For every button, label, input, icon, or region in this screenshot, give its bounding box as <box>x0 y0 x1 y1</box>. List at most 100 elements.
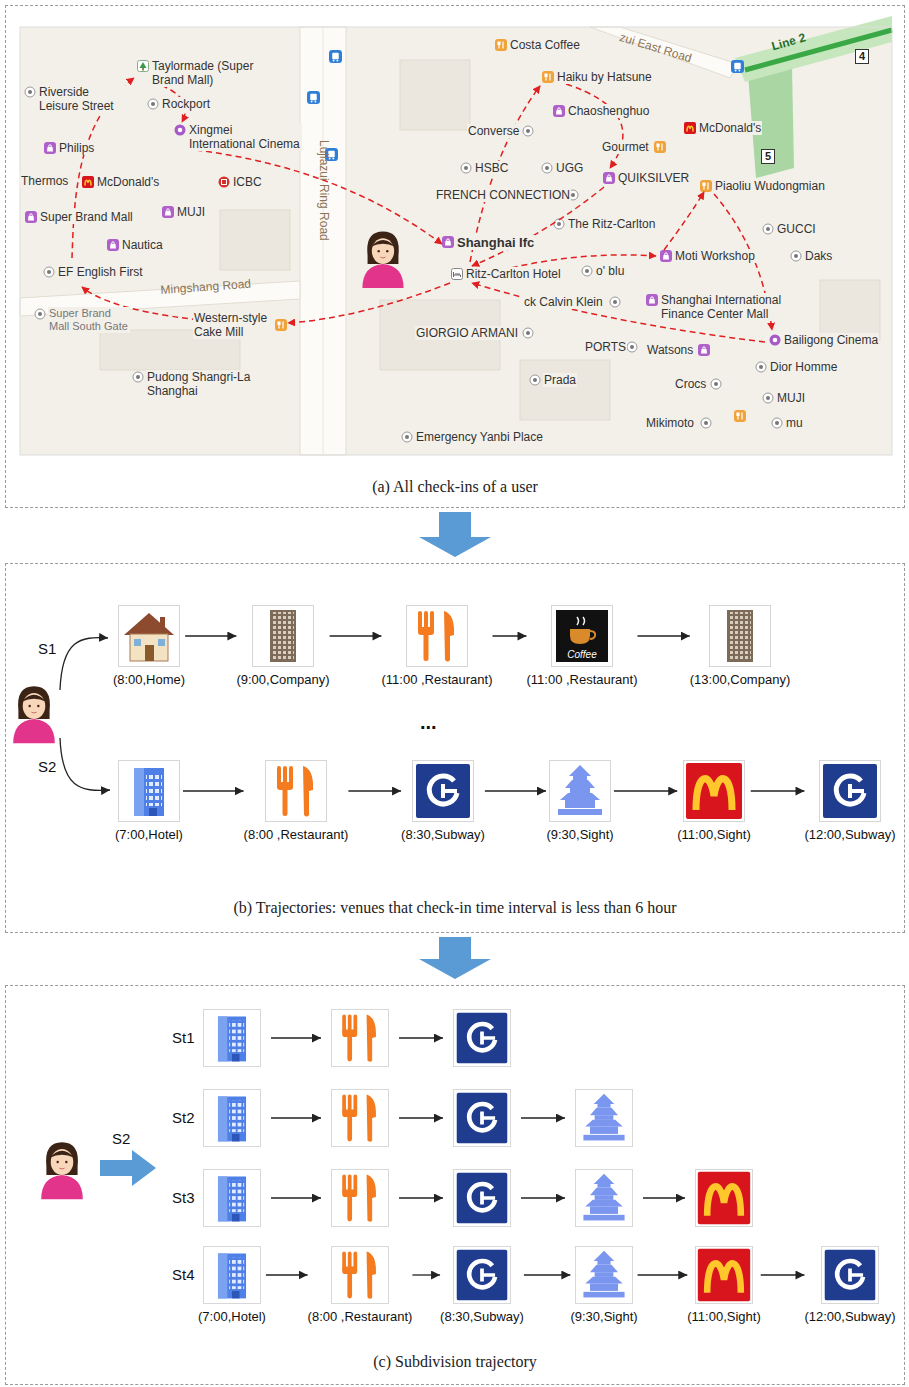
sequence-arrow-part <box>521 1197 565 1198</box>
venue-icon-part <box>331 1169 388 1226</box>
place-label: Super Brand Mall South Gate <box>48 307 130 333</box>
map-buildings-part <box>520 360 610 420</box>
place-label: QUIKSILVER <box>617 171 690 185</box>
place-label: mu <box>785 416 804 430</box>
sequence-arrow-part <box>399 1037 443 1038</box>
road-label: Mingshang Road <box>160 277 251 297</box>
poi-icon-part <box>523 126 533 136</box>
place-label: Bailigong Cinema <box>783 333 879 347</box>
user-figure <box>13 686 55 743</box>
poi-icon-part <box>660 250 672 262</box>
map-illustration <box>20 16 892 455</box>
bus-stop-icon-part <box>329 50 342 63</box>
metro-line-label: Line 2 <box>770 30 807 53</box>
sequence-arrow <box>271 1038 685 1198</box>
poi-icon-part <box>772 418 782 428</box>
checkin-label: (9:30,Sight) <box>546 827 614 843</box>
bus-stop-icon <box>307 50 744 161</box>
venue-item: (11:00 ,Restaurant) <box>381 605 492 688</box>
sequence-arrow-part <box>399 1197 443 1198</box>
place-label: Crocs <box>674 377 707 391</box>
place-label: Shanghai Ifc <box>456 235 535 250</box>
stage-arrow <box>419 937 491 979</box>
checkin-label: (12:00,Subway) <box>804 1309 895 1325</box>
map-frame <box>20 27 892 455</box>
sequence-arrow <box>614 790 677 791</box>
metro-exit-badge: 5 <box>761 149 775 164</box>
place-label: Emergency Yanbi Place <box>415 430 544 444</box>
exit-number: 5 <box>765 150 771 163</box>
trajectory-label: St1 <box>172 1029 195 1047</box>
place-label: The Ritz-Carlton <box>567 217 656 231</box>
checkin-label: (13:00,Company) <box>690 672 790 688</box>
sequence-arrow-part <box>643 1197 685 1198</box>
venue-icon-part <box>453 1009 510 1066</box>
bus-stop-icon-part <box>307 91 320 104</box>
trajectory-illustration <box>13 606 880 1304</box>
sequence-arrow <box>638 1274 688 1275</box>
checkin-label: (7:00,Hotel) <box>198 1309 266 1325</box>
sequence-arrow <box>348 790 401 791</box>
place-label: EF English First <box>57 265 144 279</box>
checkin-route-part <box>288 283 450 323</box>
venue-icon-part <box>407 606 468 667</box>
place-label: Western-style Cake Mill <box>193 311 273 339</box>
sequence-branch <box>60 638 110 791</box>
ellipsis: ... <box>420 712 437 732</box>
poi-icon-part <box>452 269 463 280</box>
poi-icon-part <box>542 71 554 83</box>
panel-caption: (a) All check-ins of a user <box>6 477 904 496</box>
venue-icon-part <box>695 1169 752 1226</box>
map-buildings-part <box>400 60 470 130</box>
sequence-arrow-part <box>271 1197 321 1198</box>
venue-item: (12:00,Subway) <box>804 1246 895 1325</box>
stage-arrow <box>419 512 491 557</box>
sequence-arrow-part <box>521 1117 565 1118</box>
map-buildings-part <box>820 280 880 340</box>
poi-icon-part <box>35 309 45 319</box>
poi-icon-part <box>523 328 533 338</box>
place-label: o' blu <box>595 264 625 278</box>
venue-icon <box>119 606 881 1304</box>
poi-icon-part <box>654 141 666 153</box>
road-label: Lujiazui Ring Road <box>317 140 331 241</box>
poi-icon-part <box>44 142 56 154</box>
poi-icon-part <box>553 105 565 117</box>
venue-item: (8:30,Subway) <box>401 760 485 843</box>
place-label: McDonald's <box>698 121 762 135</box>
sequence-arrow-part <box>271 1037 321 1038</box>
venue-item: Coffee(11:00 ,Restaurant) <box>526 605 637 688</box>
checkin-label: (7:00,Hotel) <box>115 827 183 843</box>
venue-icon-part <box>575 1246 632 1303</box>
metro-line <box>745 30 892 70</box>
place-label: MUJI <box>776 391 806 405</box>
checkin-label: (9:00,Company) <box>236 672 329 688</box>
exit-number: 4 <box>859 50 865 63</box>
place-label: Chaoshenghuo <box>567 104 650 118</box>
venue-icon-part <box>453 1089 510 1146</box>
poi-icon-part <box>275 319 287 331</box>
place-label: Dior Homme <box>769 360 838 374</box>
place-label: MUJI <box>176 205 206 219</box>
place-label: McDonald's <box>96 175 160 189</box>
place-label: Pudong Shangri-La Shanghai <box>146 370 256 398</box>
venue-icon-part <box>453 1169 510 1226</box>
place-label: Moti Workshop <box>674 249 756 263</box>
poi-icon-part <box>734 410 746 422</box>
place-label: Gourmet <box>601 140 650 154</box>
venue-item: (8:00 ,Restaurant) <box>244 760 349 843</box>
venue-item: (8:00,Home) <box>113 605 185 688</box>
bus-stop-icon-part <box>731 60 744 73</box>
poi-icon-part <box>627 342 637 352</box>
poi-icon-part <box>402 432 412 442</box>
trajectory-label: S1 <box>38 640 56 658</box>
figure-panel: (c) Subdivision trajectory(7:00,Hotel)(8… <box>5 985 905 1385</box>
sequence-arrow <box>183 790 244 791</box>
checkin-label: (8:30,Subway) <box>440 1309 524 1325</box>
map-buildings <box>100 60 880 420</box>
poi-icon-part <box>763 393 773 403</box>
venue-icon-part <box>820 761 881 822</box>
venue-icon-part <box>684 761 745 822</box>
